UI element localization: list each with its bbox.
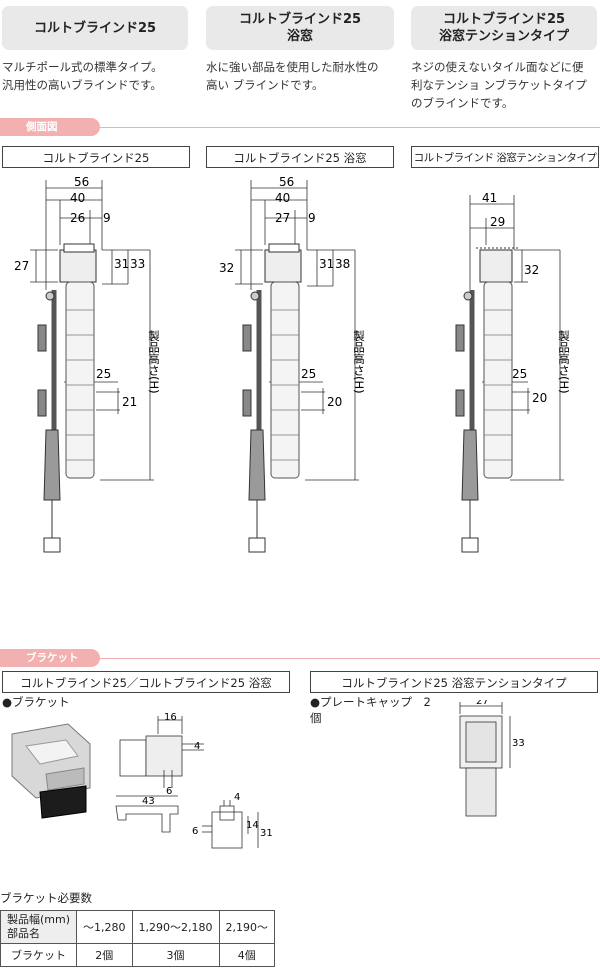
bracket-divider	[100, 658, 600, 659]
bracket-tab: ブラケット	[0, 649, 100, 667]
svg-text:56: 56	[279, 175, 294, 189]
bracket-bullet: ●ブラケット	[2, 695, 70, 709]
requirements-table: 製品幅(mm) 部品名 〜1,280 1,290〜2,180 2,190〜 ブラ…	[0, 910, 275, 967]
svg-text:9: 9	[103, 211, 111, 225]
svg-text:32: 32	[219, 261, 234, 275]
side-diagram-3: 41 29 32 25 20 製品高さ(H)	[455, 191, 571, 553]
svg-text:32: 32	[524, 263, 539, 277]
product-title-1: コルトブラインド25	[2, 6, 188, 50]
side-diagram-1: 56 40 26 9 27 31 33 25 21 製品高さ(H)	[14, 175, 161, 553]
svg-text:25: 25	[301, 367, 316, 381]
requirements-value: 2個	[76, 943, 133, 967]
requirements-col: 1,290〜2,180	[131, 910, 220, 944]
svg-text:40: 40	[70, 191, 85, 205]
dim-top: 56	[74, 175, 89, 189]
product-desc-2: 水に強い部品を使用した耐水性の高い ブラインドです。	[206, 60, 379, 92]
plate-cap-bullet: ●プレートキャップ 2 個	[310, 695, 431, 725]
svg-text:27: 27	[14, 259, 29, 273]
bracket-drawing: 16 4 6 43 4 6 14 31	[115, 712, 273, 849]
svg-text:9: 9	[308, 211, 316, 225]
svg-text:27: 27	[476, 700, 489, 707]
svg-text:31: 31	[114, 257, 129, 271]
svg-text:14: 14	[246, 820, 259, 831]
requirements-title: ブラケット必要数	[0, 891, 92, 905]
svg-text:製品高さ(H): 製品高さ(H)	[557, 329, 571, 394]
plate-cap-drawing: 27 33	[459, 700, 525, 817]
side-view-tab: 側面図	[0, 118, 100, 136]
requirements-col: 2,190〜	[218, 910, 275, 944]
svg-text:6: 6	[166, 786, 172, 797]
side-label-2: コルトブラインド25 浴窓	[206, 146, 394, 168]
svg-text:25: 25	[96, 367, 111, 381]
svg-text:6: 6	[192, 826, 198, 837]
svg-text:31: 31	[260, 828, 273, 839]
svg-text:4: 4	[234, 792, 240, 803]
svg-text:25: 25	[512, 367, 527, 381]
requirements-col: 〜1,280	[76, 910, 133, 944]
side-view-divider	[100, 127, 600, 128]
svg-text:43: 43	[142, 796, 155, 807]
side-diagram-2: 56 40 27 9 32 31 38 25 20 製品高さ(H)	[219, 175, 366, 553]
product-desc-1: マルチポール式の標準タイプ。汎用性の高いブラインドです。	[2, 60, 163, 92]
svg-text:33: 33	[512, 738, 525, 749]
svg-text:33: 33	[130, 257, 145, 271]
svg-text:21: 21	[122, 395, 137, 409]
svg-text:20: 20	[327, 395, 342, 409]
svg-text:製品高さ(H): 製品高さ(H)	[352, 329, 366, 394]
product-desc-3: ネジの使えないタイル面などに便利なテンショ ンブラケットタイプのブラインドです。	[411, 60, 587, 110]
table-row: ブラケット 2個 3個 4個	[0, 943, 275, 967]
requirements-value: 3個	[131, 943, 220, 967]
svg-text:40: 40	[275, 191, 290, 205]
side-label-1: コルトブラインド25	[2, 146, 190, 168]
svg-text:38: 38	[335, 257, 350, 271]
bracket-label-right: コルトブラインド25 浴窓テンションタイプ	[310, 671, 598, 693]
svg-text:26: 26	[70, 211, 85, 225]
svg-text:27: 27	[275, 211, 290, 225]
requirements-header-cell: 製品幅(mm) 部品名	[0, 910, 78, 944]
svg-text:16: 16	[164, 712, 177, 723]
requirements-row-label: ブラケット	[0, 943, 78, 967]
svg-text:31: 31	[319, 257, 334, 271]
side-label-3: コルトブラインド 浴窓テンションタイプ	[411, 146, 599, 168]
svg-text:4: 4	[194, 741, 200, 752]
svg-text:41: 41	[482, 191, 497, 205]
svg-text:20: 20	[532, 391, 547, 405]
bracket-label-left: コルトブラインド25／コルトブラインド25 浴窓	[2, 671, 290, 693]
svg-text:29: 29	[490, 215, 505, 229]
svg-text:製品高さ(H): 製品高さ(H)	[147, 329, 161, 394]
bracket-photo	[11, 723, 91, 819]
requirements-value: 4個	[218, 943, 275, 967]
